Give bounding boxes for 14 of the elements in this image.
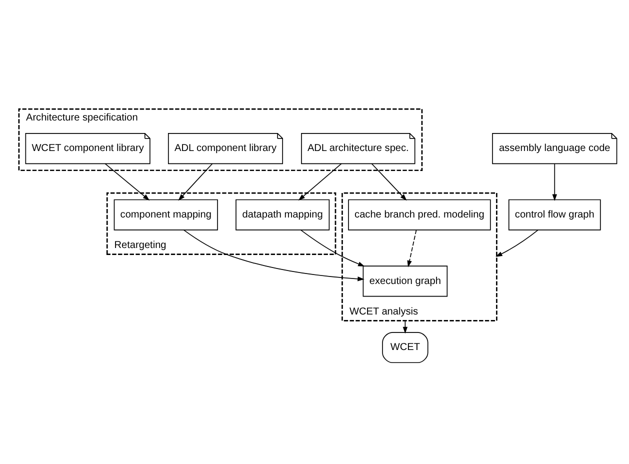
arrow	[300, 229, 365, 266]
node-box: control flow graph	[508, 198, 601, 230]
arrow	[407, 229, 417, 267]
arrow	[552, 162, 557, 200]
node-box: cache branch pred. modeling	[348, 198, 491, 230]
arrow	[104, 162, 150, 200]
node-box: datapath mapping	[236, 198, 330, 230]
arrow	[178, 162, 213, 200]
node-box: WCET	[382, 332, 428, 363]
node-box: component mapping	[114, 198, 218, 230]
arrow	[183, 229, 364, 281]
arrow	[371, 162, 407, 200]
arrow	[496, 229, 538, 256]
node-box: execution graph	[362, 265, 448, 296]
